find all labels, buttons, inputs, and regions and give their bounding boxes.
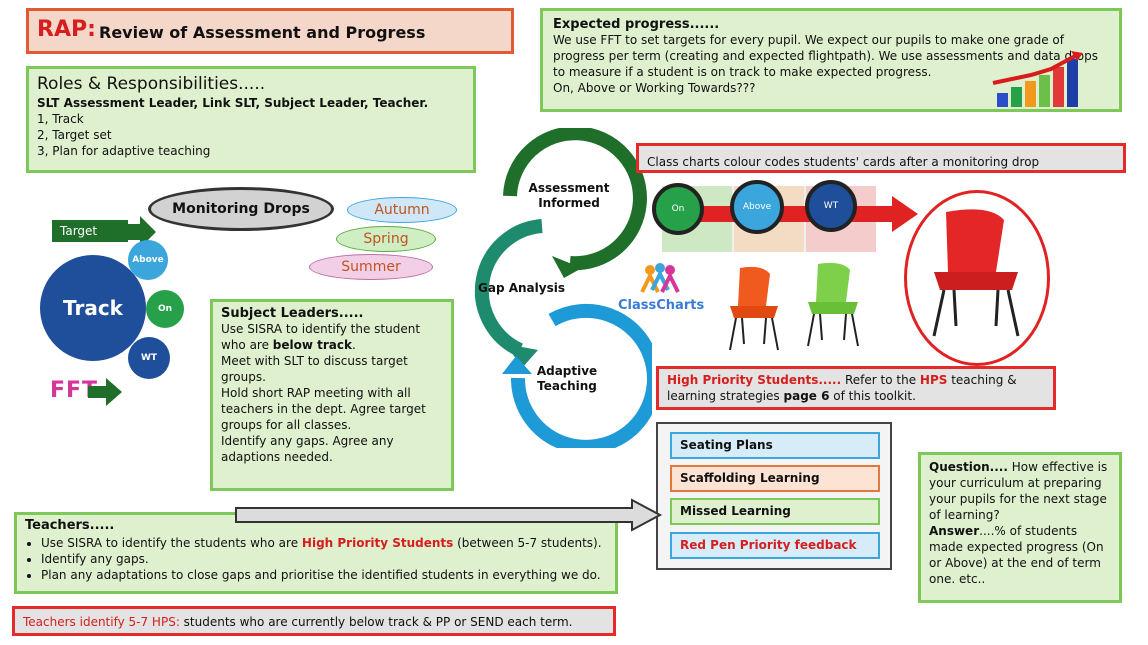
page-title: Review of Assessment and Progress <box>99 23 426 42</box>
hps-text-part: teaching & learning strategies <box>667 373 1017 403</box>
on-circle: On <box>146 290 184 328</box>
roles-item: 3, Plan for adaptive teaching <box>37 144 211 158</box>
identify-text: Teachers identify 5-7 HPS: students who … <box>23 614 605 630</box>
monitoring-drops-label: Monitoring Drops <box>148 187 334 231</box>
wt-circle: WT <box>128 337 170 379</box>
teachers-hps: High Priority Students <box>301 536 454 550</box>
roles-people: SLT Assessment Leader, Link SLT, Subject… <box>37 96 429 110</box>
expected-heading: Expected progress...... <box>553 17 720 32</box>
roles-item: 2, Target set <box>37 128 112 142</box>
hps-panel: High Priority Students..... Refer to the… <box>656 366 1056 410</box>
teachers-list: Use SISRA to identify the students who a… <box>25 535 607 583</box>
sl-text: Use SISRA to identify the student who ar… <box>221 322 421 352</box>
cc-above-circle: Above <box>730 180 784 234</box>
identify-hps-panel: Teachers identify 5-7 HPS: students who … <box>12 606 616 636</box>
teachers-arrow <box>235 498 663 532</box>
growth-chart-icon <box>992 51 1083 107</box>
identify-label: Teachers identify 5-7 HPS: <box>23 615 180 629</box>
title-banner: RAP: Review of Assessment and Progress <box>26 8 514 54</box>
question-panel: Question.... How effective is your curri… <box>918 452 1122 603</box>
target-arrow <box>126 216 156 248</box>
roles-item: 1, Track <box>37 112 84 126</box>
above-circle: Above <box>128 240 168 280</box>
sl-item: Meet with SLT to discuss target groups. <box>221 354 408 384</box>
strategy-scaffolding-learning: Scaffolding Learning <box>670 465 880 492</box>
roles-panel: Roles & Responsibilities..... SLT Assess… <box>26 66 476 173</box>
hps-text-part: Refer to the <box>841 373 920 387</box>
hps-page-ref: page 6 <box>783 389 830 403</box>
classcharts-caption-text: Class charts colour codes students' card… <box>647 155 1040 169</box>
cycle-gap-label: Gap Analysis <box>478 281 565 295</box>
identify-description: students who are currently below track &… <box>179 615 573 629</box>
cycle-assessment-label: Assessment Informed <box>528 181 610 210</box>
answer-text: Answer....% of students made expected pr… <box>929 523 1111 587</box>
cycle-adaptive-label: Adaptive Teaching <box>536 364 598 393</box>
teachers-heading: Teachers..... <box>25 518 115 533</box>
teachers-item: Use SISRA to identify the students who a… <box>41 535 607 551</box>
hps-text: High Priority Students..... Refer to the… <box>667 372 1045 404</box>
green-chair-icon <box>807 262 859 347</box>
strategy-missed-learning: Missed Learning <box>670 498 880 525</box>
hps-text-part: of this toolkit. <box>829 389 916 403</box>
subject-leaders-line1: Use SISRA to identify the student who ar… <box>221 321 443 353</box>
term-summer: Summer <box>309 254 433 280</box>
classcharts-caption: Class charts colour codes students' card… <box>636 143 1126 173</box>
question-label: Question.... <box>929 460 1008 474</box>
roles-heading: Roles & Responsibilities..... <box>37 74 266 94</box>
subject-leaders-panel: Subject Leaders..... Use SISRA to identi… <box>210 299 454 491</box>
teachers-panel: Teachers..... Use SISRA to identify the … <box>14 512 618 594</box>
subject-leaders-heading: Subject Leaders..... <box>221 306 364 321</box>
expected-question: On, Above or Working Towards??? <box>553 81 756 95</box>
sl-text: . <box>352 338 356 352</box>
red-chair-circle <box>904 190 1050 366</box>
cycle-diagram <box>474 128 652 448</box>
orange-chair-icon <box>729 266 779 351</box>
track-circle: Track <box>40 255 146 361</box>
fft-arrow <box>88 378 122 406</box>
question-body: How effective is your curriculum at prep… <box>929 460 1108 522</box>
strategies-panel: Seating Plans Scaffolding Learning Misse… <box>656 422 892 570</box>
red-chair-icon <box>932 209 1020 337</box>
answer-body: ....% of students made expected progress… <box>929 524 1104 586</box>
teachers-text: Use SISRA to identify the students who a… <box>41 536 302 550</box>
answer-label: Answer <box>929 524 980 538</box>
teachers-text: (between 5-7 students). <box>453 536 602 550</box>
classcharts-logo-icon <box>640 263 680 293</box>
strategy-seating-plans: Seating Plans <box>670 432 880 459</box>
cc-on-circle: On <box>652 183 704 235</box>
teachers-item: Plan any adaptations to close gaps and p… <box>41 567 607 583</box>
rap-label: RAP: <box>37 17 96 42</box>
term-autumn: Autumn <box>347 197 457 223</box>
cc-wt-circle: WT <box>805 180 857 232</box>
strategy-red-pen-feedback: Red Pen Priority feedback <box>670 532 880 559</box>
target-badge: Target <box>52 220 128 242</box>
term-spring: Spring <box>336 226 436 252</box>
expected-progress-panel: Expected progress...... We use FFT to se… <box>540 8 1122 112</box>
classcharts-logo-text: ClassCharts <box>618 298 705 313</box>
sl-item: Hold short RAP meeting with all teachers… <box>221 386 426 432</box>
sl-item: Identify any gaps. Agree any adaptions n… <box>221 434 394 464</box>
question-text: Question.... How effective is your curri… <box>929 459 1111 523</box>
teachers-item: Identify any gaps. <box>41 551 607 567</box>
sl-below-track: below track <box>272 338 352 352</box>
hps-label: High Priority Students..... <box>667 373 842 387</box>
hps-acronym: HPS <box>919 373 948 387</box>
expected-body: We use FFT to set targets for every pupi… <box>553 33 1098 79</box>
